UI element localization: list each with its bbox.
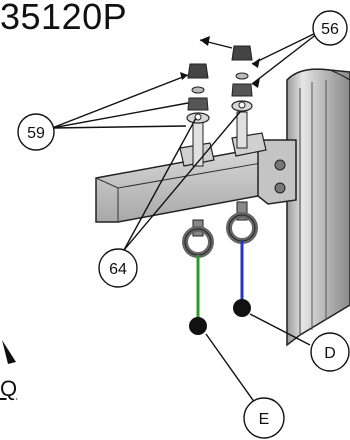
balloon-59-label: 59 bbox=[27, 125, 45, 142]
part-number-title: 35120P bbox=[0, 0, 128, 37]
partial-q-label: Q bbox=[0, 376, 18, 401]
balloon-56-label: 56 bbox=[321, 21, 339, 38]
balloon-56: 56 bbox=[312, 10, 348, 46]
balloon-64-label: 64 bbox=[109, 261, 127, 278]
balloon-64: 64 bbox=[98, 248, 138, 288]
horizontal-arm bbox=[95, 132, 297, 223]
terminal-e-dot bbox=[189, 317, 207, 335]
balloon-e-label: E bbox=[259, 411, 270, 428]
balloon-d-label: D bbox=[324, 345, 336, 362]
balloon-e: E bbox=[243, 397, 285, 439]
balloon-d: D bbox=[310, 332, 350, 372]
terminal-d-dot bbox=[233, 299, 251, 317]
vertical-post bbox=[286, 68, 350, 347]
balloon-59: 59 bbox=[17, 113, 55, 151]
partial-arrow bbox=[2, 340, 16, 364]
leader-lines bbox=[51, 29, 323, 404]
